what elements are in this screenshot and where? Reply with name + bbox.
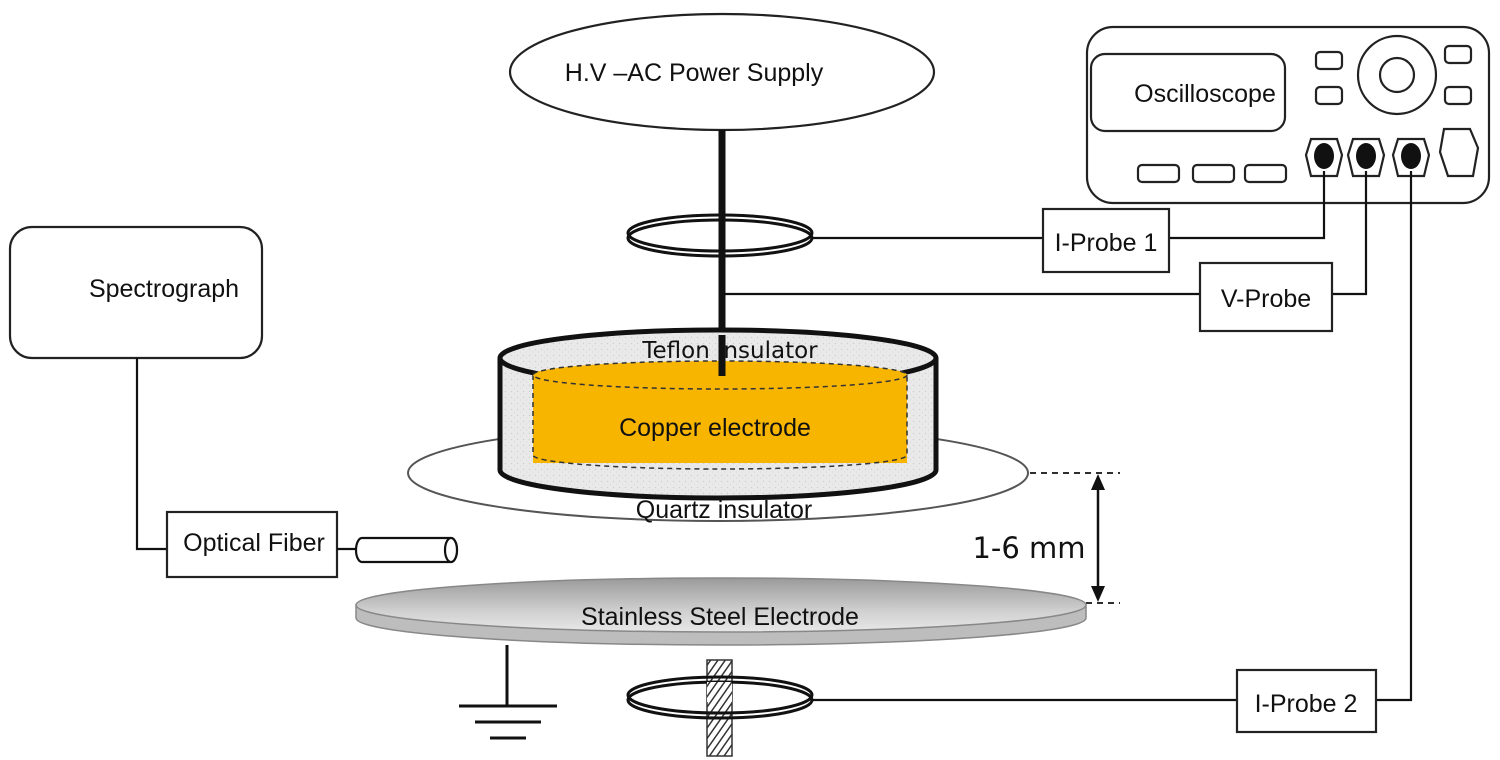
i-probe-1-label: I-Probe 1 — [1055, 229, 1158, 257]
oscilloscope-port-icon — [1438, 127, 1480, 178]
i-probe-2-box — [1235, 668, 1378, 734]
spectrograph-label: Spectrograph — [89, 275, 239, 303]
gap-dimension — [1030, 472, 1120, 604]
oscilloscope-knob-icon — [1356, 34, 1438, 116]
oscilloscope-button — [1443, 85, 1473, 106]
ground-icon — [459, 645, 557, 740]
teflon-label: Teflon insulator — [641, 338, 818, 364]
oscilloscope-button — [1314, 50, 1344, 71]
ground-rod-front — [707, 682, 732, 702]
power-supply-label: H.V –AC Power Supply — [565, 59, 824, 87]
v-probe-box — [1198, 261, 1334, 333]
oscilloscope-button — [1243, 163, 1288, 184]
i-probe-2-scope-wire — [1376, 171, 1413, 702]
v-probe-scope-wire — [1332, 171, 1368, 296]
oscilloscope-screen — [1089, 52, 1287, 133]
v-probe-label: V-Probe — [1221, 285, 1311, 313]
oscilloscope-port-icon — [1304, 137, 1344, 178]
optical-fiber-label: Optical Fiber — [183, 529, 325, 557]
oscilloscope-port-icon — [1346, 137, 1386, 178]
oscilloscope-button — [1191, 163, 1236, 184]
ground-rod — [706, 659, 733, 757]
oscilloscope-button — [1443, 44, 1473, 65]
steel-label: Stainless Steel Electrode — [581, 603, 859, 631]
oscilloscope-button — [1136, 163, 1181, 184]
oscilloscope-button — [1314, 85, 1344, 106]
optical-fiber-tip-icon — [354, 536, 459, 564]
oscilloscope-label: Oscilloscope — [1134, 80, 1276, 108]
i-probe-2-label: I-Probe 2 — [1255, 690, 1358, 718]
current-coil-icon — [626, 213, 814, 258]
gap-label: 1-6 mm — [972, 531, 1085, 565]
copper-electrode — [532, 360, 908, 470]
stainless-steel-electrode — [355, 577, 1087, 646]
oscilloscope-port-icon — [1391, 137, 1431, 178]
optical-fiber-box — [165, 510, 339, 579]
copper-label: Copper electrode — [619, 414, 811, 442]
quartz-label: Quartz insulator — [636, 496, 812, 524]
spectrograph-wire — [135, 358, 167, 551]
oscilloscope: Oscilloscope — [1085, 25, 1491, 205]
i-probe-1-box — [1041, 207, 1171, 274]
i-probe-1-scope-wire — [1169, 171, 1326, 240]
